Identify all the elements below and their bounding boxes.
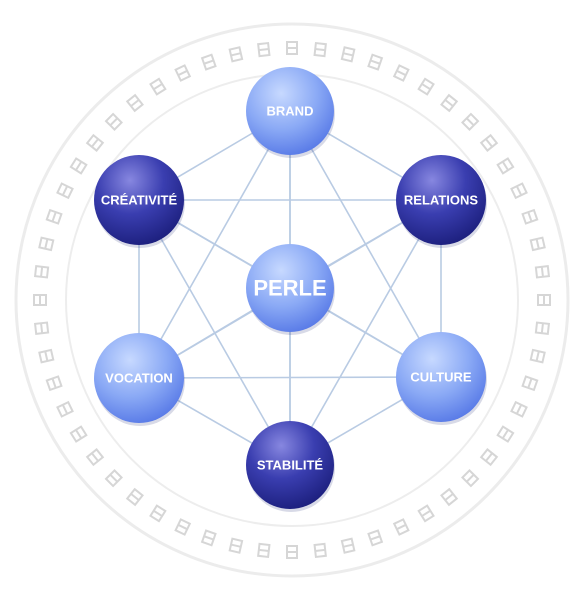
ring-glyph <box>45 375 63 392</box>
ring-glyph <box>521 208 539 225</box>
node-label: PERLE <box>253 276 326 301</box>
node-label: CULTURE <box>410 370 471 385</box>
ring-glyph <box>534 265 551 279</box>
ring-glyph <box>257 542 271 559</box>
node-vocation: VOCATION <box>94 333 185 426</box>
node-creativite: CRÉATIVITÉ <box>94 155 185 248</box>
ring-glyph <box>149 77 167 96</box>
ring-glyph <box>461 469 480 488</box>
ring-glyph <box>534 321 551 335</box>
node-circle <box>94 155 184 245</box>
node-label: STABILITÉ <box>257 458 324 473</box>
ring-glyph <box>38 348 55 364</box>
ring-glyph <box>200 529 217 547</box>
ring-glyph <box>417 77 435 96</box>
ring-glyph <box>85 133 105 152</box>
node-stabilite: STABILITÉ <box>246 421 335 512</box>
ring-glyph <box>510 400 528 418</box>
node-label: RELATIONS <box>404 193 478 208</box>
ring-glyph <box>496 425 515 443</box>
node-circle <box>94 333 184 423</box>
ring-glyph <box>286 41 298 55</box>
ring-glyph <box>479 133 499 152</box>
ring-glyph <box>149 504 167 523</box>
node-brand: BRAND <box>246 67 335 158</box>
ring-glyph <box>200 53 217 71</box>
ring-glyph <box>367 53 384 71</box>
node-label: BRAND <box>267 104 314 119</box>
node-circle <box>246 421 334 509</box>
ring-glyph <box>56 400 74 418</box>
ring-glyph <box>33 321 50 335</box>
ring-glyph <box>367 529 384 547</box>
ring-glyph <box>228 537 244 554</box>
ring-glyph <box>461 112 480 131</box>
node-circle <box>246 244 334 332</box>
ring-glyph <box>69 157 88 175</box>
ring-glyph <box>417 504 435 523</box>
connector-culture-vocation <box>138 376 442 379</box>
ring-glyph <box>104 112 123 131</box>
ring-glyph <box>529 236 546 252</box>
node-circle <box>246 67 334 155</box>
ring-glyph <box>33 265 50 279</box>
ring-glyph <box>125 93 144 113</box>
ring-glyph <box>228 46 244 63</box>
node-center: PERLE <box>246 244 335 335</box>
node-circle <box>396 332 486 422</box>
node-culture: CULTURE <box>396 332 487 425</box>
ring-glyph <box>529 348 546 364</box>
ring-glyph <box>440 93 459 113</box>
ring-glyph <box>56 182 74 200</box>
ring-glyph <box>510 182 528 200</box>
ring-glyph <box>340 46 356 63</box>
diagram-nodes: PERLE BRAND RELATIONS CULTURE STABILITÉ VOCAT… <box>94 67 487 512</box>
glyph-ring <box>33 41 551 559</box>
ring-glyph <box>479 448 499 467</box>
ring-glyph <box>38 236 55 252</box>
node-relations: RELATIONS <box>396 155 487 248</box>
ring-glyph <box>286 545 298 559</box>
ring-glyph <box>496 157 515 175</box>
ring-glyph <box>440 487 459 507</box>
ring-glyph <box>174 64 192 82</box>
ring-glyph <box>537 294 551 306</box>
ring-glyph <box>392 64 410 82</box>
ring-glyph <box>85 448 105 467</box>
ring-glyph <box>174 518 192 536</box>
ring-glyph <box>313 41 327 58</box>
ring-glyph <box>257 41 271 58</box>
ring-glyph <box>33 294 47 306</box>
connector-stabilite-creativite <box>138 199 291 466</box>
ring-glyph <box>340 537 356 554</box>
ring-glyph <box>125 487 144 507</box>
node-label: VOCATION <box>105 371 173 386</box>
ring-glyph <box>45 208 63 225</box>
node-circle <box>396 155 486 245</box>
ring-glyph <box>313 542 327 559</box>
node-label: CRÉATIVITÉ <box>101 193 178 208</box>
ring-glyph <box>392 518 410 536</box>
ring-glyph <box>521 375 539 392</box>
ring-glyph <box>69 425 88 443</box>
ring-glyph <box>104 469 123 488</box>
